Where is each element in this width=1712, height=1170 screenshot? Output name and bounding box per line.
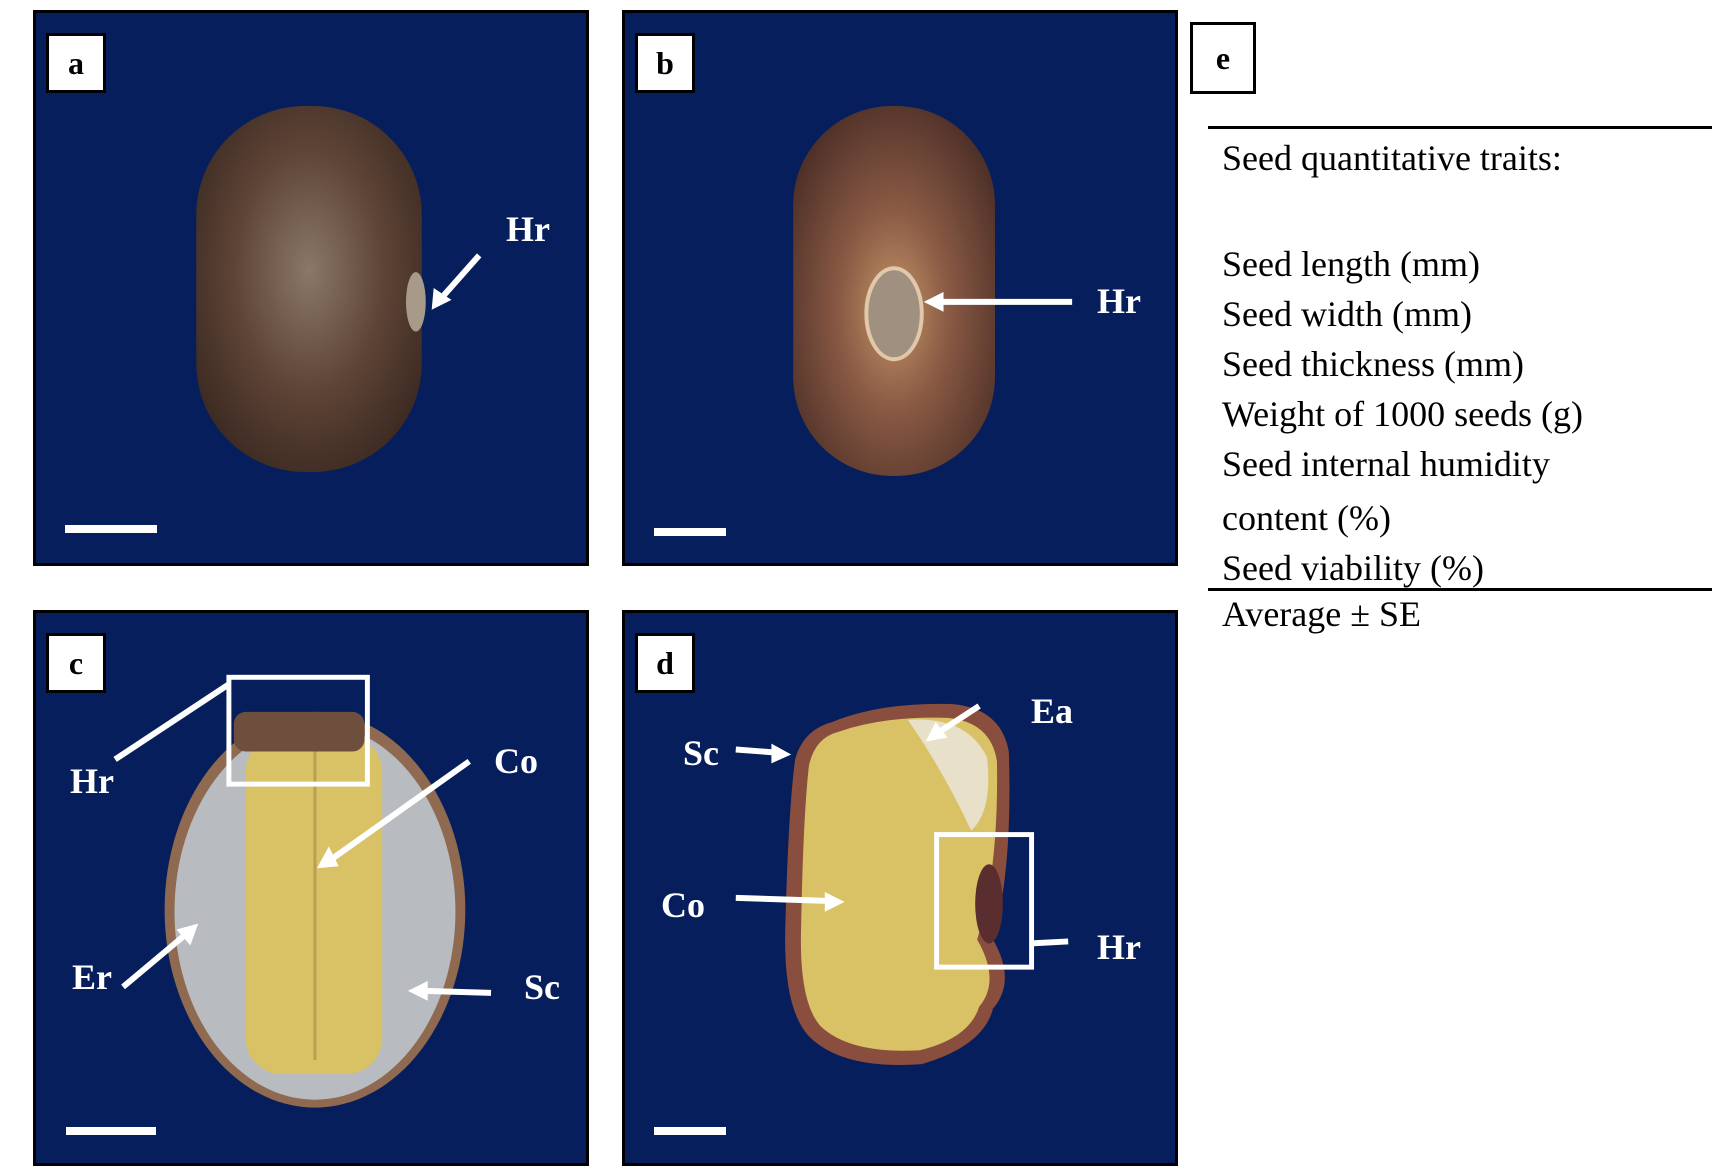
hilum-region-c — [233, 711, 365, 752]
panel-c-er-label: Er — [72, 957, 112, 997]
hilum-box-d — [934, 832, 1035, 970]
panel-b-hr-label: Hr — [1097, 281, 1141, 321]
panel-a: a Hr — [33, 10, 589, 566]
trait-row: Seed internal humidity — [1222, 444, 1550, 484]
panel-c-scale-bar — [66, 1127, 156, 1135]
panel-c-co-label: Co — [494, 741, 538, 781]
panel-b-scale-bar — [654, 528, 726, 536]
panel-a-label: a — [46, 33, 106, 93]
hilum-b — [864, 266, 924, 362]
panel-c-photo — [36, 613, 586, 1163]
trait-row: content (%) — [1222, 498, 1391, 538]
hilum-box-c — [226, 674, 370, 787]
panel-d-co-label: Co — [661, 885, 705, 925]
table-bottom-rule — [1208, 588, 1712, 591]
trait-row: Seed width (mm) — [1222, 294, 1472, 334]
panel-b: b Hr — [622, 10, 1178, 566]
panel-d-ea-label: Ea — [1031, 691, 1074, 731]
embryonic-axis-d — [907, 719, 989, 831]
panel-c: c Hr Co Er Sc — [33, 610, 589, 1166]
panel-d-scale-bar — [654, 1127, 726, 1135]
panel-d-hr-label: Hr — [1097, 927, 1141, 967]
panel-c-label: c — [46, 633, 106, 693]
hilum-a — [405, 272, 426, 332]
panel-e-label: e — [1190, 22, 1256, 94]
hilum-d — [975, 864, 1003, 944]
panel-c-hr-label: Hr — [70, 761, 114, 801]
panel-b-photo — [625, 13, 1175, 563]
panel-a-scale-bar — [65, 525, 157, 533]
table-top-rule — [1208, 126, 1712, 129]
trait-row: Seed thickness (mm) — [1222, 344, 1524, 384]
table-heading: Seed quantitative traits: — [1222, 138, 1562, 178]
panel-d: d Sc Ea Co Hr — [622, 610, 1178, 1166]
table-footer: Average ± SE — [1222, 594, 1422, 634]
panel-c-sc-label: Sc — [524, 967, 560, 1007]
trait-row: Seed viability (%) — [1222, 548, 1484, 588]
panel-d-label: d — [635, 633, 695, 693]
panel-a-hr-label: Hr — [506, 209, 550, 249]
panel-a-photo — [36, 13, 586, 563]
panel-b-label: b — [635, 33, 695, 93]
panel-d-photo — [625, 613, 1175, 1163]
trait-row: Seed length (mm) — [1222, 244, 1480, 284]
seed-a — [196, 105, 422, 472]
panel-d-sc-label: Sc — [683, 733, 719, 773]
trait-row: Weight of 1000 seeds (g) — [1222, 394, 1584, 434]
